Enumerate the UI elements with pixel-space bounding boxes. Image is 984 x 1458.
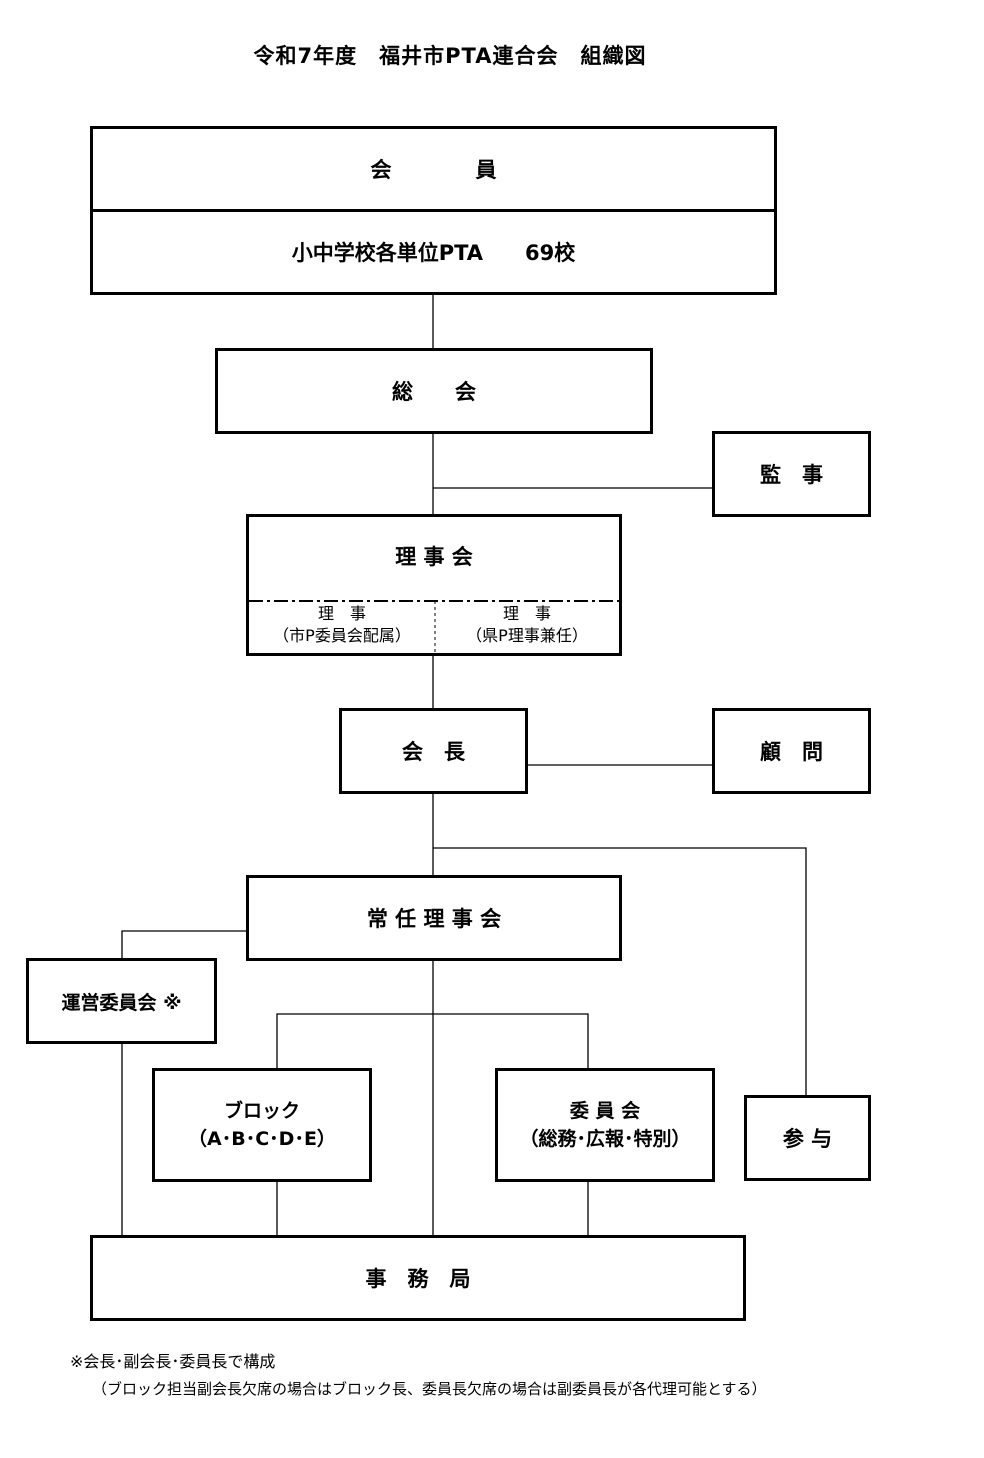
page-title: 令和7年度 福井市PTA連合会 組織図 (253, 44, 647, 68)
auditor-label: 監 事 (760, 463, 823, 487)
general-assembly-label: 総 会 (392, 380, 476, 404)
advisor-box: 顧 問 (712, 708, 871, 794)
general-assembly-box: 総 会 (215, 348, 653, 434)
board-label: 理 事 会 (395, 545, 473, 569)
line-steering-top (121, 930, 246, 959)
members-body-label: 小中学校各単位PTA 69校 (291, 241, 576, 265)
block-detail: （A･B･C･D･E） (188, 1128, 336, 1150)
footnote-line1: ※会長･副会長･委員長で構成 (70, 1352, 276, 1371)
block-label: ブロック (223, 1100, 300, 1122)
board-director-right: 理 事 （県P理事兼任） (435, 603, 619, 647)
members-body-box: 小中学校各単位PTA 69校 (90, 209, 777, 295)
board-left-role: 理 事 (317, 604, 366, 623)
committee-detail: （総務･広報･特別） (519, 1128, 691, 1150)
counselor-label: 参 与 (782, 1127, 833, 1151)
president-box: 会 長 (339, 708, 528, 794)
board-right-role: 理 事 (502, 604, 551, 623)
standing-board-label: 常 任 理 事 会 (366, 907, 502, 931)
committee-text: 委 員 会 （総務･広報･特別） (519, 1097, 690, 1153)
block-text: ブロック （A･B･C･D･E） (188, 1097, 336, 1153)
committee-box: 委 員 会 （総務･広報･特別） (495, 1068, 715, 1182)
board-right-note: （県P理事兼任） (466, 626, 588, 645)
counselor-box: 参 与 (744, 1095, 871, 1181)
block-box: ブロック （A･B･C･D･E） (152, 1068, 372, 1182)
footnote-line2: （ブロック担当副会長欠席の場合はブロック長、委員長欠席の場合は副委員長が各代理可… (92, 1380, 767, 1398)
line-counselor (433, 847, 807, 1096)
steering-committee-label: 運営委員会 ※ (61, 991, 182, 1014)
secretariat-label: 事 務 局 (365, 1267, 471, 1291)
standing-board-box: 常 任 理 事 会 (246, 875, 622, 961)
committee-label: 委 員 会 (569, 1100, 641, 1122)
board-divider (249, 600, 619, 655)
advisor-label: 顧 問 (760, 740, 823, 764)
board-director-left: 理 事 （市P委員会配属） (249, 603, 435, 647)
members-header-box: 会 員 (90, 126, 777, 212)
president-label: 会 長 (402, 740, 465, 764)
steering-committee-box: 運営委員会 ※ (26, 958, 217, 1044)
line-block-committee-top (276, 1013, 589, 1069)
auditor-box: 監 事 (712, 431, 871, 517)
board-left-note: （市P委員会配属） (273, 626, 411, 645)
secretariat-box: 事 務 局 (90, 1235, 746, 1321)
board-box: 理 事 会 理 事 （市P委員会配属） 理 事 （県P理事兼任） (246, 514, 622, 656)
members-header-label: 会 員 (370, 158, 497, 182)
